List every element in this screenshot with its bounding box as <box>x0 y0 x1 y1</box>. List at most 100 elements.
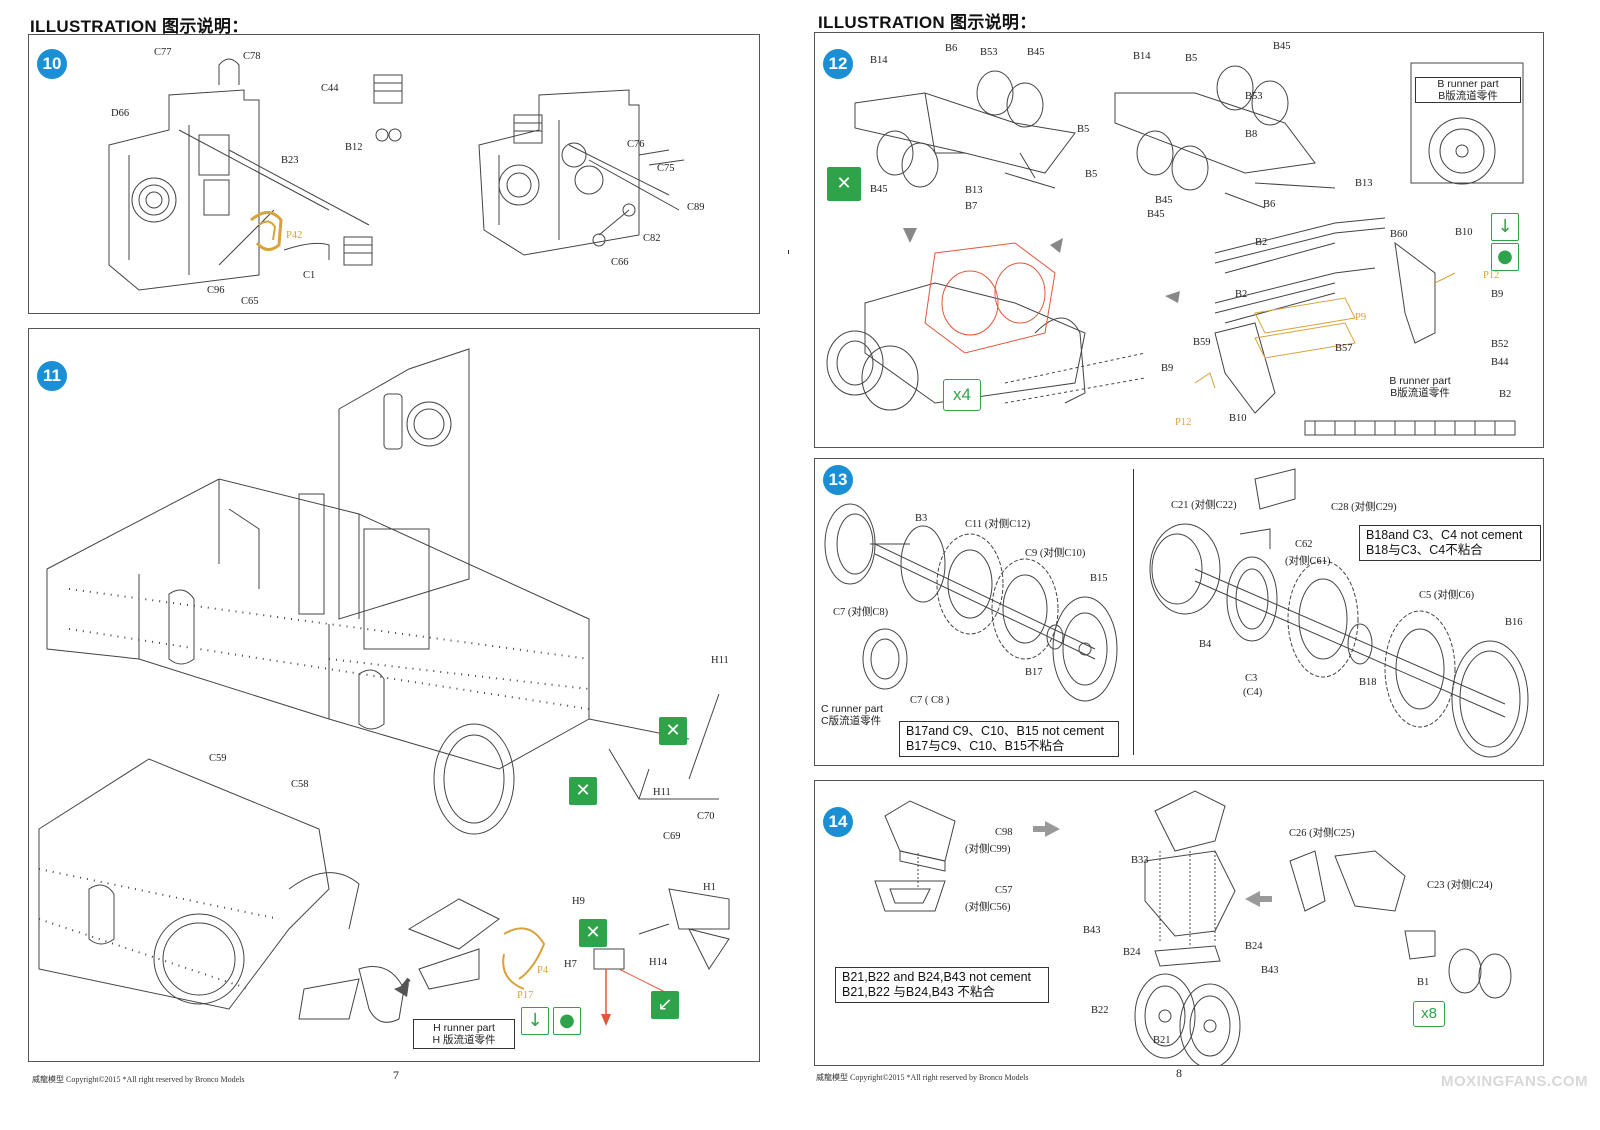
step-11-badge: 11 <box>37 361 67 391</box>
part-label: C66 <box>611 257 629 268</box>
part-label: B15 <box>1090 573 1108 584</box>
part-label: B44 <box>1491 357 1509 368</box>
multiplier-badge: x4 <box>943 379 981 411</box>
part-label: B6 <box>1263 199 1276 210</box>
step-10-panel: 10 <box>28 34 760 314</box>
no-cement-note-left: B17and C9、C10、B15 not cement B17与C9、C10、… <box>899 721 1119 757</box>
part-label: B9 <box>1491 289 1504 300</box>
footer-copyright: 威龍模型 Copyright©2015 *All right reserved … <box>816 1073 1029 1082</box>
part-label: C5 (对侧C6) <box>1419 590 1475 601</box>
step-11-illustration <box>38 348 730 1026</box>
part-label: C62 <box>1295 539 1313 550</box>
b-runner-note-bottom: B runner part B版流道零件 <box>1389 375 1451 399</box>
part-label: B13 <box>1355 178 1373 189</box>
part-label: C65 <box>241 296 259 307</box>
part-label: H7 <box>564 959 577 970</box>
part-label: C77 <box>154 47 172 58</box>
part-label: C28 (对侧C29) <box>1331 502 1397 513</box>
drop-icon: ● <box>553 1007 581 1035</box>
part-label: C98 <box>995 827 1013 838</box>
step-13-panel: 13 <box>814 458 1544 766</box>
part-label: H14 <box>649 957 668 968</box>
part-label: C3 <box>1245 673 1258 684</box>
step-13-illustration <box>824 468 1529 758</box>
part-label: H11 <box>711 655 729 666</box>
part-label: B24 <box>1123 947 1141 958</box>
no-cement-icon: ✕ <box>659 717 687 745</box>
no-cement-icon: ✕ <box>569 777 597 805</box>
part-label: (对侧C99) <box>965 844 1011 855</box>
part-label: B2 <box>1499 389 1512 400</box>
part-label: B45 <box>870 184 888 195</box>
part-label: B33 <box>1131 855 1149 866</box>
part-label: B5 <box>1085 169 1098 180</box>
part-label: B45 <box>1273 41 1291 52</box>
down-arrow-icon: ↓ <box>1491 213 1519 241</box>
part-label: C70 <box>697 811 715 822</box>
part-label-photoetch: P12 <box>1175 417 1192 428</box>
part-label: C96 <box>207 285 225 296</box>
part-label: B14 <box>1133 51 1151 62</box>
part-label: B43 <box>1083 925 1101 936</box>
page-header-left: ILLUSTRATION 图示说明： <box>30 17 249 36</box>
gutter-mark <box>788 250 789 254</box>
step-10-badge: 10 <box>37 49 67 79</box>
part-label: C21 (对侧C22) <box>1171 500 1237 511</box>
part-label: H11 <box>653 787 671 798</box>
part-label: D66 <box>111 108 130 119</box>
part-label: B45 <box>1027 47 1045 58</box>
part-label: B2 <box>1255 237 1268 248</box>
part-label-photoetch: P42 <box>286 230 303 241</box>
part-label: C58 <box>291 779 309 790</box>
no-cement-note-right: B18and C3、C4 not cement B18与C3、C4不粘合 <box>1359 525 1541 561</box>
part-label-photoetch: P4 <box>537 965 549 976</box>
step-14-badge: 14 <box>823 807 853 837</box>
part-label: B6 <box>945 43 958 54</box>
step-12-panel: 12 <box>814 32 1544 448</box>
part-label: H1 <box>703 882 716 893</box>
step-12-illustration <box>826 62 1524 436</box>
part-label: B13 <box>965 185 983 196</box>
part-label: C76 <box>627 139 645 150</box>
part-label: B52 <box>1491 339 1509 350</box>
right-page: ILLUSTRATION 图示说明： 12 <box>810 0 1600 1130</box>
part-label: C57 <box>995 885 1013 896</box>
part-label: C7 ( C8 ) <box>910 695 950 706</box>
multiplier-badge: x8 <box>1413 1001 1445 1027</box>
part-label: C59 <box>209 753 227 764</box>
part-label: B10 <box>1455 227 1473 238</box>
page-header-right: ILLUSTRATION 图示说明： <box>818 13 1037 32</box>
step-12-badge: 12 <box>823 49 853 79</box>
footer-copyright: 威龍模型 Copyright©2015 *All right reserved … <box>32 1075 245 1084</box>
part-label: B59 <box>1193 337 1211 348</box>
part-label: B5 <box>1185 53 1198 64</box>
step-13-badge: 13 <box>823 465 853 495</box>
part-label: C23 (对侧C24) <box>1427 880 1493 891</box>
part-label: B23 <box>281 155 299 166</box>
part-label: C89 <box>687 202 705 213</box>
part-label: (对侧C56) <box>965 902 1011 913</box>
part-label: (对侧C61) <box>1285 556 1331 567</box>
part-label: B2 <box>1235 289 1248 300</box>
drop-icon: ● <box>1491 243 1519 271</box>
part-label: B60 <box>1390 229 1408 240</box>
watermark: MOXINGFANS.COM <box>1440 1073 1588 1090</box>
part-label: B8 <box>1245 129 1258 140</box>
part-label-photoetch: P12 <box>1483 270 1500 281</box>
part-label: B9 <box>1161 363 1174 374</box>
part-label: C1 <box>303 270 316 281</box>
part-label: B7 <box>965 201 978 212</box>
part-label: B4 <box>1199 639 1212 650</box>
page-number: 7 <box>393 1068 399 1082</box>
part-label: B45 <box>1147 209 1165 220</box>
part-label: B21 <box>1153 1035 1171 1046</box>
step-14-panel: 14 <box>814 780 1544 1066</box>
left-page: ILLUSTRATION 图示说明： 10 <box>0 0 790 1130</box>
part-label: B45 <box>1155 195 1173 206</box>
step-14-illustration <box>874 790 1512 1065</box>
part-label: B24 <box>1245 941 1263 952</box>
h-runner-note: H runner part H 版流道零件 <box>413 1019 515 1049</box>
c-runner-note: C runner part C版流道零件 <box>821 703 883 727</box>
no-cement-note: B21,B22 and B24,B43 not cement B21,B22 与… <box>835 967 1049 1003</box>
step-11-panel: 11 <box>28 328 760 1062</box>
